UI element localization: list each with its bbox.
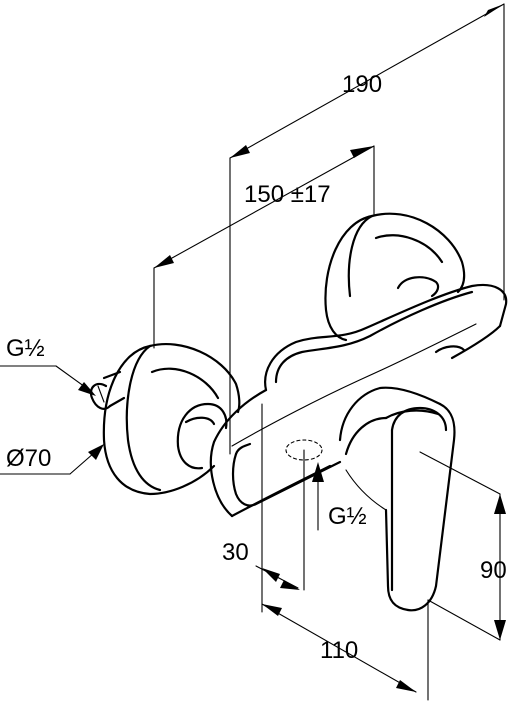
dimension-height: [419, 451, 506, 641]
inlet-stub: [89, 370, 126, 410]
dimension-connection-spacing: [153, 145, 375, 349]
rear-wall-rosette: [324, 212, 466, 342]
dimension-projection: [261, 599, 429, 701]
label-height: 90: [480, 557, 507, 584]
dimension-outlet-offset: [255, 403, 300, 613]
label-overall-width: 190: [342, 71, 382, 98]
inlet-thread-leader: [0, 365, 96, 396]
label-connection-spacing: 150 ±17: [244, 181, 331, 208]
label-outlet-offset: 30: [222, 539, 249, 566]
rosette-diameter-leader: [0, 444, 104, 475]
label-projection: 110: [320, 637, 358, 664]
front-wall-rosette: [102, 343, 241, 496]
label-outlet-thread: G½: [328, 503, 367, 530]
label-inlet-thread: G½: [6, 335, 45, 362]
lever-handle[interactable]: [338, 386, 456, 612]
label-rosette-diameter: Ø70: [6, 445, 51, 472]
dimension-overall-width: [229, 3, 505, 455]
outlet-thread-leader: [303, 449, 324, 591]
valve-body: [209, 283, 508, 518]
